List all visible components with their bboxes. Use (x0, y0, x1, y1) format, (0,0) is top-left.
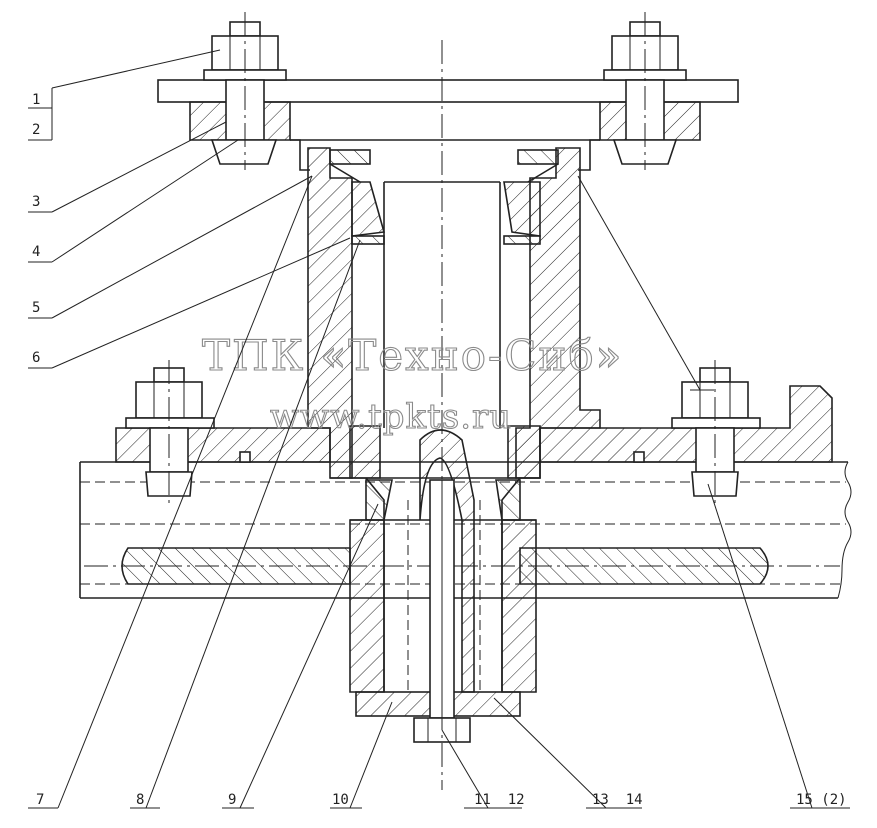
callout-5: 5 (32, 300, 40, 316)
leader-lines (28, 49, 850, 809)
watermark: ТПК «Техно-Сиб» www.tpkts.ru (201, 330, 623, 437)
callout-7: 7 (36, 792, 44, 808)
watermark-line1: ТПК «Техно-Сиб» (202, 331, 623, 380)
callout-4: 4 (32, 244, 40, 260)
center-lines (168, 12, 716, 790)
upper-bearing (351, 181, 541, 245)
seal (329, 149, 559, 183)
callouts: 1 2 3 4 5 6 7 8 9 10 11 12 13 14 15 (2) (32, 92, 847, 808)
callout-6: 6 (32, 350, 40, 366)
callout-11-12: 11 12 (474, 792, 525, 808)
lower-bearing (349, 425, 541, 479)
callout-13-14: 13 14 (592, 792, 643, 808)
callout-10: 10 (332, 792, 349, 808)
callout-3: 3 (32, 194, 40, 210)
callout-8: 8 (136, 792, 144, 808)
watermark-line2: www.tpkts.ru (270, 397, 512, 437)
callout-9: 9 (228, 792, 236, 808)
callout-15-2: 15 (2) (796, 792, 847, 808)
callout-2: 2 (32, 122, 40, 138)
cross-pin (121, 547, 769, 585)
callout-1: 1 (32, 92, 40, 108)
